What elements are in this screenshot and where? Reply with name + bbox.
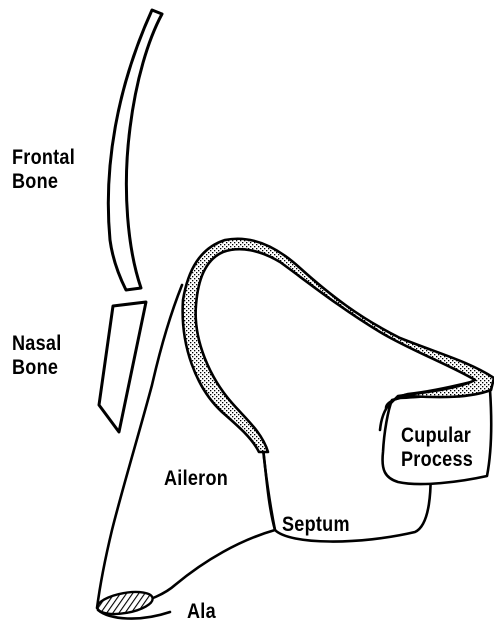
label-cupular-process: Cupular Process xyxy=(401,424,473,472)
label-cupular-process-line2: Process xyxy=(401,448,473,472)
frontal-bone-shape xyxy=(108,10,162,290)
label-septum: Septum xyxy=(282,513,350,537)
label-cupular-process-line1: Cupular xyxy=(401,424,473,448)
label-ala: Ala xyxy=(187,600,216,624)
label-frontal-bone: Frontal Bone xyxy=(12,146,75,194)
label-frontal-bone-line2: Bone xyxy=(12,170,75,194)
label-aileron: Aileron xyxy=(164,467,228,491)
label-nasal-bone-line1: Nasal xyxy=(12,332,61,356)
label-nasal-bone: Nasal Bone xyxy=(12,332,61,380)
label-nasal-bone-line2: Bone xyxy=(12,356,61,380)
label-frontal-bone-line1: Frontal xyxy=(12,146,75,170)
nasal-bone-shape xyxy=(99,302,146,432)
